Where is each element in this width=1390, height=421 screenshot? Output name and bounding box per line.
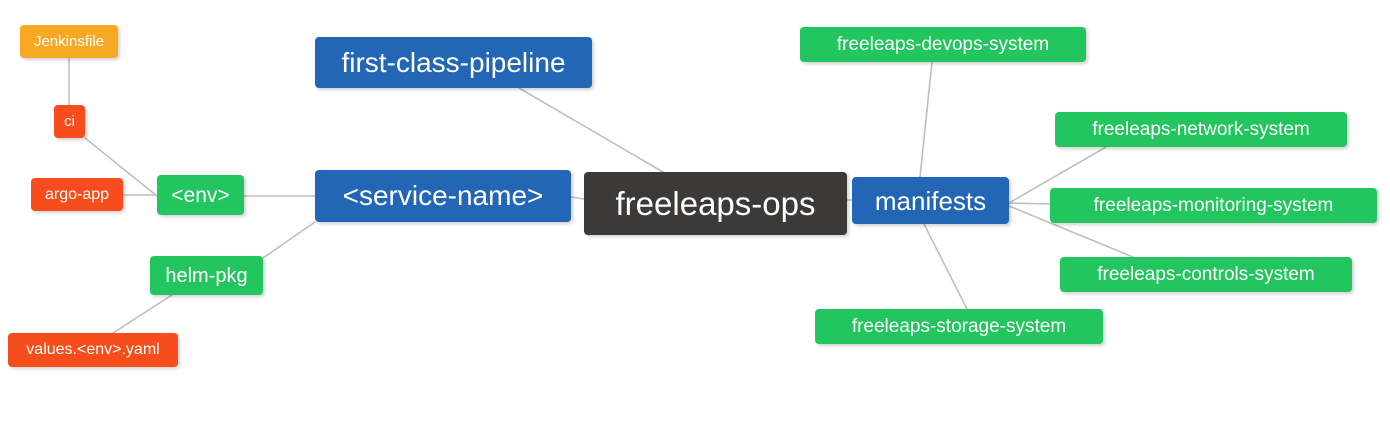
node-label-service-name: <service-name> (342, 180, 544, 211)
node-label-env: <env> (171, 183, 230, 207)
node-label-freeleaps-ops: freeleaps-ops (615, 185, 816, 222)
node-manifests[interactable]: manifests (852, 177, 1009, 224)
edge-helm-pkg-to-values-env-yaml (112, 294, 173, 334)
node-label-jenkinsfile: Jenkinsfile (33, 33, 105, 50)
edge-first-class-pipeline-to-freeleaps-ops (518, 87, 664, 173)
node-freeleaps-storage-system[interactable]: freeleaps-storage-system (815, 309, 1103, 344)
node-label-ci: ci (64, 113, 75, 130)
node-freeleaps-devops-system[interactable]: freeleaps-devops-system (800, 27, 1086, 62)
node-freeleaps-monitoring-system[interactable]: freeleaps-monitoring-system (1050, 188, 1377, 223)
node-label-helm-pkg: helm-pkg (165, 264, 248, 287)
node-label-freeleaps-devops-system: freeleaps-devops-system (836, 34, 1050, 55)
node-label-freeleaps-network-system: freeleaps-network-system (1092, 119, 1310, 140)
node-label-freeleaps-storage-system: freeleaps-storage-system (851, 316, 1067, 337)
edge-manifests-to-freeleaps-monitoring-system (1008, 202, 1051, 205)
edge-service-name-to-freeleaps-ops (570, 196, 585, 200)
node-label-manifests: manifests (874, 185, 987, 216)
node-label-first-class-pipeline: first-class-pipeline (341, 46, 566, 78)
node-jenkinsfile[interactable]: Jenkinsfile (20, 25, 118, 58)
edge-freeleaps-devops-system-to-manifests (919, 61, 933, 178)
node-argo-app[interactable]: argo-app (31, 178, 123, 211)
node-ci[interactable]: ci (54, 105, 85, 138)
node-label-argo-app: argo-app (44, 185, 110, 203)
node-freeleaps-ops[interactable]: freeleaps-ops (584, 172, 847, 235)
edge-manifests-to-freeleaps-storage-system (923, 223, 968, 310)
node-label-freeleaps-monitoring-system: freeleaps-monitoring-system (1093, 195, 1334, 216)
node-helm-pkg[interactable]: helm-pkg (150, 256, 263, 295)
node-service-name[interactable]: <service-name> (315, 170, 571, 222)
node-values-env-yaml[interactable]: values.<env>.yaml (8, 333, 178, 367)
node-env[interactable]: <env> (157, 175, 244, 215)
node-freeleaps-network-system[interactable]: freeleaps-network-system (1055, 112, 1347, 147)
edge-service-name-to-helm-pkg (262, 221, 316, 259)
node-label-values-env-yaml: values.<env>.yaml (26, 341, 160, 358)
node-first-class-pipeline[interactable]: first-class-pipeline (315, 37, 592, 88)
node-freeleaps-controls-system[interactable]: freeleaps-controls-system (1060, 257, 1352, 292)
node-label-freeleaps-controls-system: freeleaps-controls-system (1097, 264, 1315, 285)
